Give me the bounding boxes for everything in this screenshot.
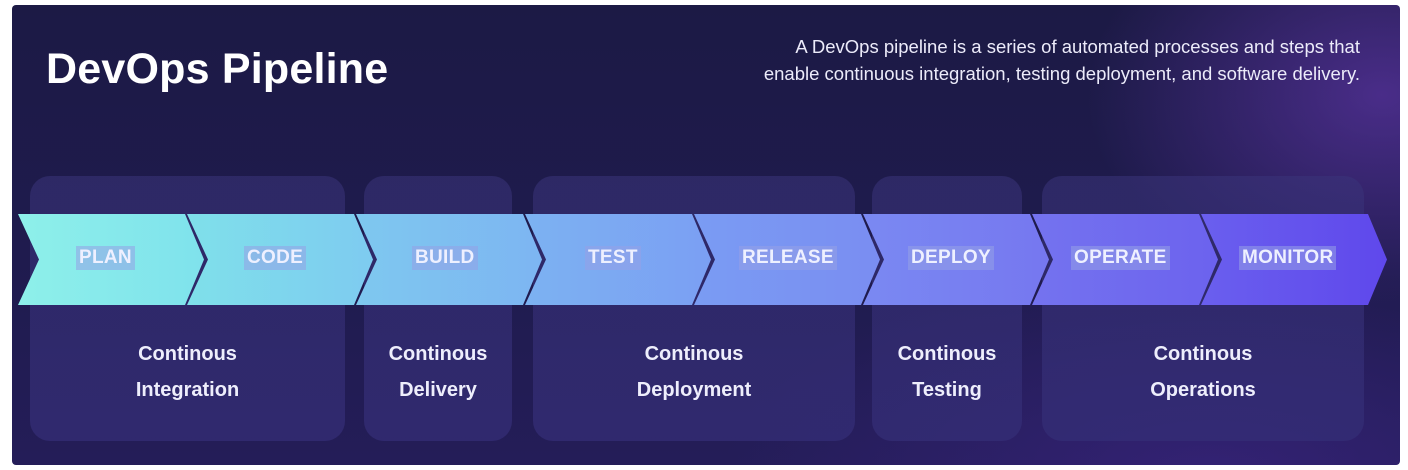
pipeline-description: A DevOps pipeline is a series of automat…: [763, 36, 1360, 84]
group-label: Continous Integration: [30, 336, 345, 408]
group-label: Continous Operations: [1042, 336, 1364, 408]
group-label-line2: Delivery: [399, 379, 477, 401]
stage-label-monitor: MONITOR: [1239, 246, 1337, 270]
group-label-line1: Continous: [644, 343, 744, 365]
group-label: Continous Delivery: [364, 336, 512, 408]
pipeline-arrows: [18, 214, 1387, 305]
group-label-line1: Continous: [138, 343, 237, 365]
group-label: Continous Deployment: [533, 336, 855, 408]
stage-label-release: RELEASE: [739, 246, 837, 270]
group-label-line2: Deployment: [636, 379, 752, 401]
stage-label-deploy: DEPLOY: [908, 246, 994, 270]
group-label: Continous Testing: [872, 336, 1022, 408]
group-label-line2: Operations: [1150, 379, 1256, 401]
stage-label-plan: PLAN: [76, 246, 135, 270]
group-label-line2: Integration: [135, 379, 240, 401]
stage-label-operate: OPERATE: [1071, 246, 1170, 270]
stage-label-code: CODE: [244, 246, 307, 270]
page-title: DevOps Pipeline: [46, 45, 389, 93]
devops-pipeline-slide: DevOps Pipeline A DevOps pipeline is a s…: [12, 5, 1400, 465]
group-label-line1: Continous: [388, 343, 488, 365]
stage-label-test: TEST: [585, 246, 641, 270]
stage-label-build: BUILD: [412, 246, 478, 270]
group-label-line2: Testing: [912, 379, 982, 401]
group-label-line1: Continous: [897, 343, 997, 365]
group-label-line1: Continous: [1153, 343, 1253, 365]
